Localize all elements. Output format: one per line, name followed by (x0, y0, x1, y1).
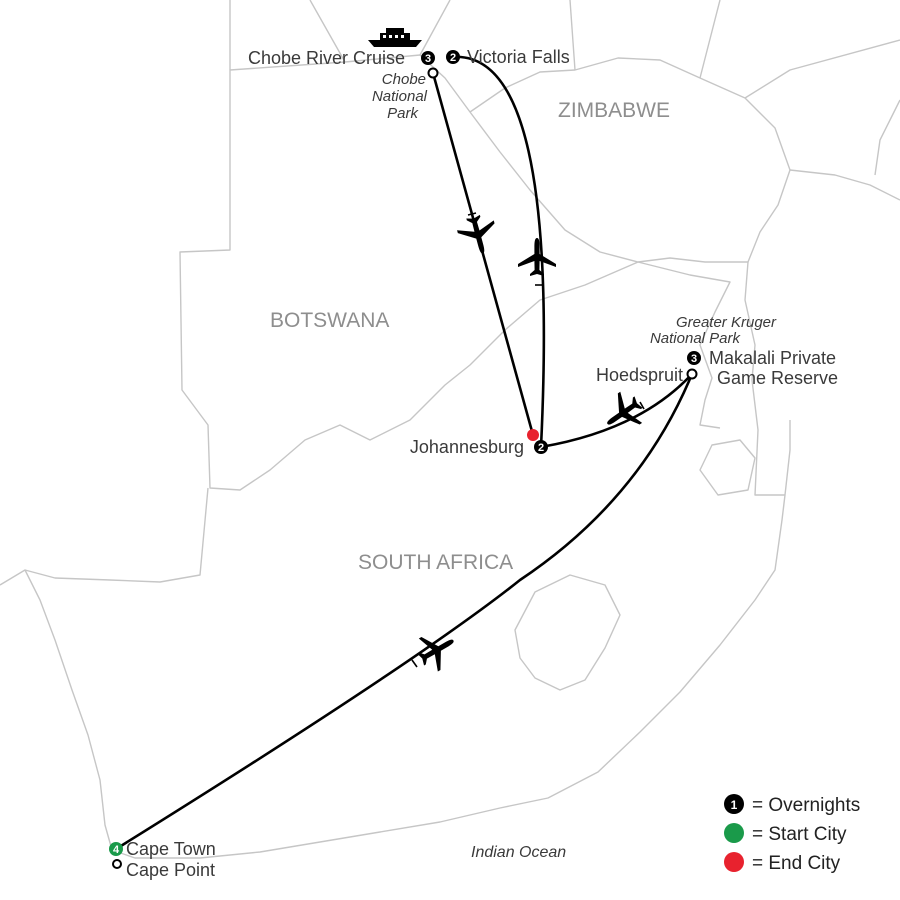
route-ticks (411, 212, 645, 668)
place-label: Chobe River Cruise (248, 48, 405, 68)
stop-greater-kruger: Greater Kruger National Park (650, 314, 777, 347)
place-label-line1: Makalali Private (709, 348, 836, 368)
legend-overnights: 1 = Overnights (724, 794, 860, 816)
place-label-line2: Game Reserve (717, 368, 838, 388)
end-city-marker (527, 429, 539, 441)
route-victoria-falls-johannesburg (452, 55, 546, 448)
stop-chobe-national-park: Chobe National Park (372, 67, 439, 122)
mozambique-border (744, 261, 785, 496)
place-label: Hoedspruit (596, 365, 683, 385)
route-chobe-johannesburg (431, 72, 535, 436)
overnight-count: 4 (113, 844, 120, 856)
eswatini-border (699, 439, 756, 496)
place-label: Cape Town (126, 839, 216, 859)
legend-start-city-dot (724, 823, 744, 843)
legend-end-city: = End City (724, 852, 841, 874)
lesotho-border (514, 574, 621, 691)
stop-chobe-river-cruise: 3 Chobe River Cruise (248, 48, 435, 68)
route-cape-town-hoedspruit (115, 373, 694, 851)
stop-victoria-falls: 2 Victoria Falls (446, 47, 570, 67)
overnight-badge (446, 50, 460, 64)
start-city-badge (109, 842, 123, 856)
place-label: Johannesburg (410, 437, 524, 457)
legend-overnight-symbol: 1 (731, 798, 738, 812)
boat-icon (368, 28, 422, 47)
location-marker (686, 368, 698, 380)
overnight-count: 2 (450, 52, 456, 64)
legend-start-city: = Start City (724, 823, 847, 845)
stop-hoedspruit: Hoedspruit (596, 365, 698, 385)
south-africa-coast (0, 420, 791, 859)
stop-makalali: 3 Makalali Private Game Reserve (687, 348, 838, 388)
country-label-botswana: BOTSWANA (270, 309, 389, 332)
stop-cape-town: 4 Cape Town (109, 839, 216, 859)
location-marker (427, 67, 439, 79)
park-label-line2: National (372, 88, 428, 105)
zimbabwe-border (469, 57, 791, 263)
stop-johannesburg: 2 Johannesburg (410, 429, 548, 457)
country-label-zimbabwe: ZIMBABWE (558, 99, 670, 122)
flight-routes (115, 55, 694, 851)
overnight-count: 3 (691, 353, 697, 365)
stop-cape-point: Cape Point (112, 859, 215, 880)
ocean-label: Indian Ocean (471, 844, 566, 861)
legend-end-city-dot (724, 852, 744, 872)
legend: 1 = Overnights = Start City = End City (724, 794, 860, 874)
park-label-line1: Chobe (382, 71, 426, 88)
country-label-south-africa: SOUTH AFRICA (358, 551, 513, 574)
overnight-badge (421, 51, 435, 65)
namibia-border (24, 487, 209, 583)
botswana-border (179, 54, 639, 491)
country-borders (0, 0, 900, 859)
airplane-icon (411, 624, 463, 676)
park-label-line2: National Park (650, 330, 742, 347)
airplane-icon (454, 211, 502, 259)
overnight-count: 3 (425, 53, 431, 65)
park-label-line1: Greater Kruger (676, 314, 777, 331)
legend-overnight-badge (724, 794, 744, 814)
overnight-count: 2 (538, 442, 544, 454)
airplane-icon (518, 238, 556, 276)
northern-border (229, 0, 900, 99)
park-label-line3: Park (387, 105, 419, 122)
location-marker (112, 859, 122, 869)
kruger-border (637, 261, 731, 429)
place-label: Victoria Falls (467, 47, 570, 67)
eastern-border (789, 99, 900, 201)
overnight-badge (534, 440, 548, 454)
legend-end-city-label: = End City (752, 853, 841, 874)
overnight-badge (687, 351, 701, 365)
legend-start-city-label: = Start City (752, 824, 847, 845)
route-johannesburg-hoedspruit (540, 373, 693, 449)
place-label: Cape Point (126, 860, 215, 880)
legend-overnights-label: = Overnights (752, 795, 860, 816)
